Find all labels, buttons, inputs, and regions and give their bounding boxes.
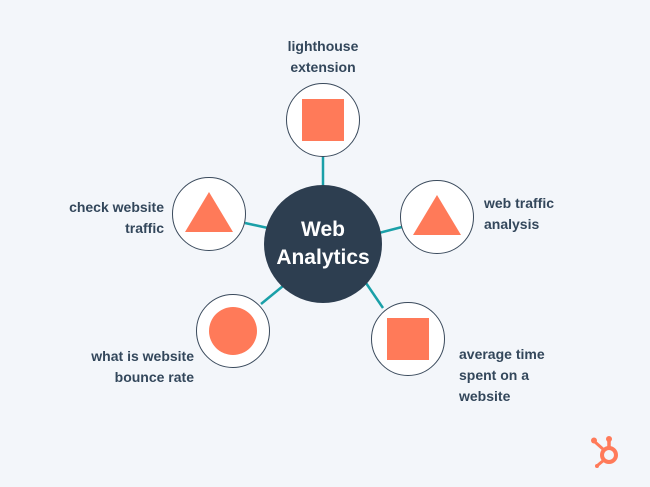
label-lower-right: average time spent on a website <box>459 344 579 407</box>
label-upper-right: web traffic analysis <box>484 193 604 235</box>
label-upper-left: check website traffic <box>40 197 164 239</box>
connector-lower-left <box>260 285 284 305</box>
label-top: lighthouse extension <box>263 36 383 78</box>
node-upper-left <box>172 177 246 251</box>
label-upper-right-line-2: analysis <box>484 216 540 232</box>
square-icon <box>302 99 344 141</box>
node-lower-right <box>371 302 445 376</box>
hubspot-sprocket-icon <box>591 436 618 468</box>
hub-web-analytics: Web Analytics <box>264 185 382 303</box>
label-lower-right-line-3: website <box>459 388 511 404</box>
triangle-icon <box>413 195 461 235</box>
square-icon <box>387 318 429 360</box>
label-lower-right-line-2: spent on a <box>459 367 530 383</box>
label-lower-left: what is website bounce rate <box>44 346 194 388</box>
node-lower-left <box>196 294 270 368</box>
label-upper-left-line-2: traffic <box>125 220 164 236</box>
label-top-line-2: extension <box>290 59 356 75</box>
label-upper-right-line-1: web traffic <box>484 195 555 211</box>
label-upper-left-line-1: check website <box>69 199 164 215</box>
connector-lower-right <box>364 282 385 309</box>
label-top-line-1: lighthouse <box>287 38 359 54</box>
node-top <box>286 83 360 157</box>
hub-label-line-1: Web <box>301 218 345 241</box>
hub-label-line-2: Analytics <box>276 246 370 269</box>
triangle-icon <box>185 192 233 232</box>
connector-upper-right <box>378 225 403 235</box>
connector-upper-left <box>244 221 269 230</box>
label-lower-left-line-2: bounce rate <box>114 369 194 385</box>
circle-icon <box>209 307 257 355</box>
label-lower-left-line-1: what is website <box>91 348 194 364</box>
label-lower-right-line-1: average time <box>459 346 545 362</box>
node-upper-right <box>400 180 474 254</box>
